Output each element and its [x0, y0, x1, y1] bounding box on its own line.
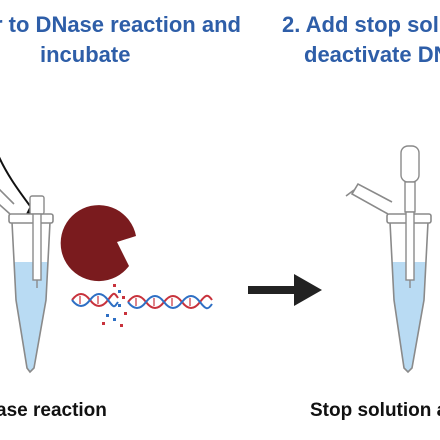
- dna-strand-icon: [71, 292, 213, 310]
- dnase-enzyme-icon: [60, 205, 136, 282]
- step1-caption: ase reaction: [0, 400, 107, 421]
- step2-pipette-icon: [400, 145, 420, 288]
- step1-title-line2: incubate: [40, 42, 131, 67]
- step2-tube-icon: [345, 182, 432, 374]
- dna-fragments: [102, 284, 127, 327]
- step2-title-line1: 2. Add stop solu: [282, 12, 440, 37]
- step2-title-line2: deactivate DN: [304, 42, 440, 67]
- step1-title-line1: r to DNase reaction and: [0, 12, 241, 37]
- step2-caption: Stop solution a: [310, 400, 440, 421]
- step1-pipette-icon: [29, 195, 45, 288]
- arrow-right-icon: [248, 274, 322, 306]
